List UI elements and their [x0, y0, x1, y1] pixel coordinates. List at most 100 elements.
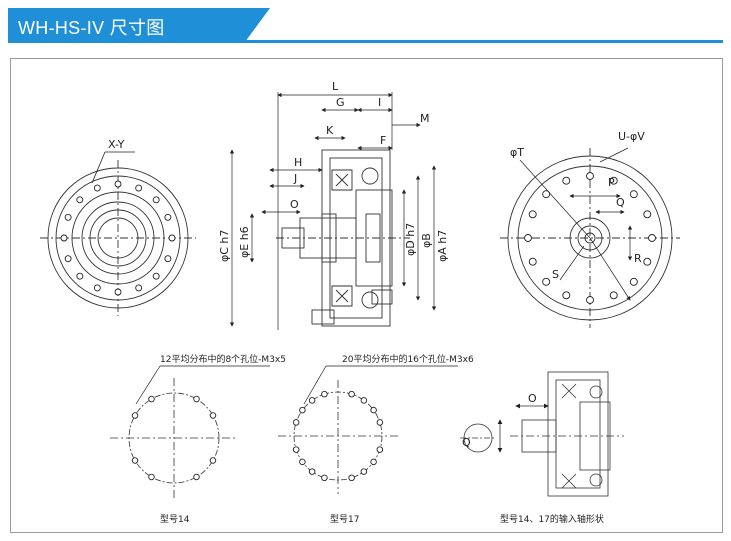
dim-o: O — [290, 198, 299, 211]
bolt-hole — [562, 291, 571, 300]
dim-f: F — [380, 134, 386, 147]
bolt-hole — [292, 419, 300, 426]
bolt-hole — [348, 390, 355, 398]
xy-label: X-Y — [108, 138, 125, 151]
bolt-hole — [164, 255, 172, 263]
header-bar: WH-HS-IV 尺寸图 — [0, 0, 731, 50]
dim-a: φA h7 — [436, 230, 449, 262]
bolt-hole — [609, 291, 618, 300]
dim-b: φB — [420, 233, 433, 248]
hole20-note: 20平均分布中的16个孔位-M3x6 — [342, 353, 474, 365]
bolt-hole — [528, 257, 537, 266]
bolt-hole — [209, 457, 217, 464]
xy-leader — [91, 151, 106, 184]
bolt-hole — [135, 184, 143, 192]
dim-uv: U-φV — [618, 130, 645, 143]
bolt-hole — [524, 234, 532, 242]
bolt-hole — [299, 406, 306, 414]
right-view-dimensions — [519, 147, 633, 301]
bolt-hole — [308, 468, 316, 475]
shaft-caption: 型号14、17的输入轴形状 — [500, 513, 604, 525]
dim-k: K — [326, 124, 334, 137]
bolt-hole — [168, 234, 176, 242]
hole20-caption: 型号17 — [330, 514, 359, 525]
bolt-hole — [643, 210, 652, 219]
bolt-hole — [164, 213, 172, 221]
dim-g: G — [336, 96, 345, 109]
dim-s: S — [552, 268, 559, 281]
left-view-holes — [60, 180, 176, 296]
bolt-hole — [114, 288, 122, 296]
header-rule — [8, 40, 723, 43]
bolt-hole — [93, 284, 101, 292]
bolt-hole — [152, 196, 160, 204]
dim-c: φC h7 — [218, 230, 231, 262]
hole-pattern-20-holes — [292, 390, 384, 482]
dim-e: φE h6 — [238, 226, 251, 258]
bolt-hole — [93, 184, 101, 192]
dim-i: I — [378, 96, 381, 109]
bolt-hole — [131, 457, 139, 464]
bolt-hole — [376, 446, 384, 453]
hole-pattern-12-holes — [131, 395, 217, 481]
bolt-hole — [562, 176, 571, 185]
bolt-hole — [148, 395, 155, 403]
bolt-hole — [348, 474, 355, 482]
dim-t: φT — [510, 146, 524, 159]
bolt-hole — [376, 419, 384, 426]
bolt-hole — [193, 395, 200, 403]
bolt-hole — [643, 257, 652, 266]
hole12-note: 12平均分布中的8个孔位-M3x5 — [160, 353, 286, 365]
bolt-hole — [299, 458, 306, 466]
hole-pattern-12 — [110, 378, 238, 498]
dim-d: φD h7 — [404, 223, 417, 256]
bolt-hole — [586, 172, 594, 180]
bolt-hole — [321, 474, 328, 482]
bolt-hole — [193, 473, 200, 481]
dim-l: L — [332, 80, 339, 93]
dim-r: R — [634, 252, 642, 265]
bolt-hole — [629, 277, 638, 286]
dim-q: Q — [616, 196, 625, 209]
title-tab — [8, 8, 270, 40]
bolt-hole — [321, 390, 328, 398]
shaft-o: O — [528, 392, 537, 405]
bolt-hole — [542, 277, 551, 286]
bolt-hole — [209, 412, 217, 419]
bolt-hole — [370, 406, 377, 414]
bolt-hole — [542, 190, 551, 199]
drawing-frame — [10, 58, 723, 533]
side-view-dimensions — [229, 92, 437, 330]
bolt-hole — [64, 255, 72, 263]
dim-m: M — [420, 112, 430, 125]
bolt-hole — [629, 190, 638, 199]
bolt-hole — [360, 468, 368, 475]
shaft-q: Q — [462, 436, 471, 449]
bolt-hole — [76, 196, 84, 204]
bolt-hole — [148, 473, 155, 481]
dim-j: J — [293, 172, 297, 185]
right-view-holes — [524, 172, 656, 304]
bolt-hole — [609, 176, 618, 185]
page-title: WH-HS-IV 尺寸图 — [18, 18, 165, 38]
bolt-hole — [370, 458, 377, 466]
hole12-caption: 型号14 — [160, 514, 190, 525]
dim-p: P — [608, 176, 615, 189]
dim-h: H — [294, 156, 302, 169]
hole-pattern-20 — [278, 380, 398, 494]
bolt-hole — [586, 296, 594, 304]
bolt-hole — [528, 210, 537, 219]
bolt-hole — [64, 213, 72, 221]
bolt-hole — [292, 446, 300, 453]
bolt-hole — [131, 412, 139, 419]
bolt-hole — [114, 180, 122, 188]
shaft-detail — [460, 371, 624, 497]
bolt-hole — [76, 272, 84, 280]
bolt-hole — [360, 397, 368, 404]
bolt-hole — [152, 272, 160, 280]
side-section-view — [276, 149, 410, 327]
bolt-hole — [60, 234, 68, 242]
bolt-hole — [308, 397, 316, 404]
bolt-hole — [648, 234, 656, 242]
